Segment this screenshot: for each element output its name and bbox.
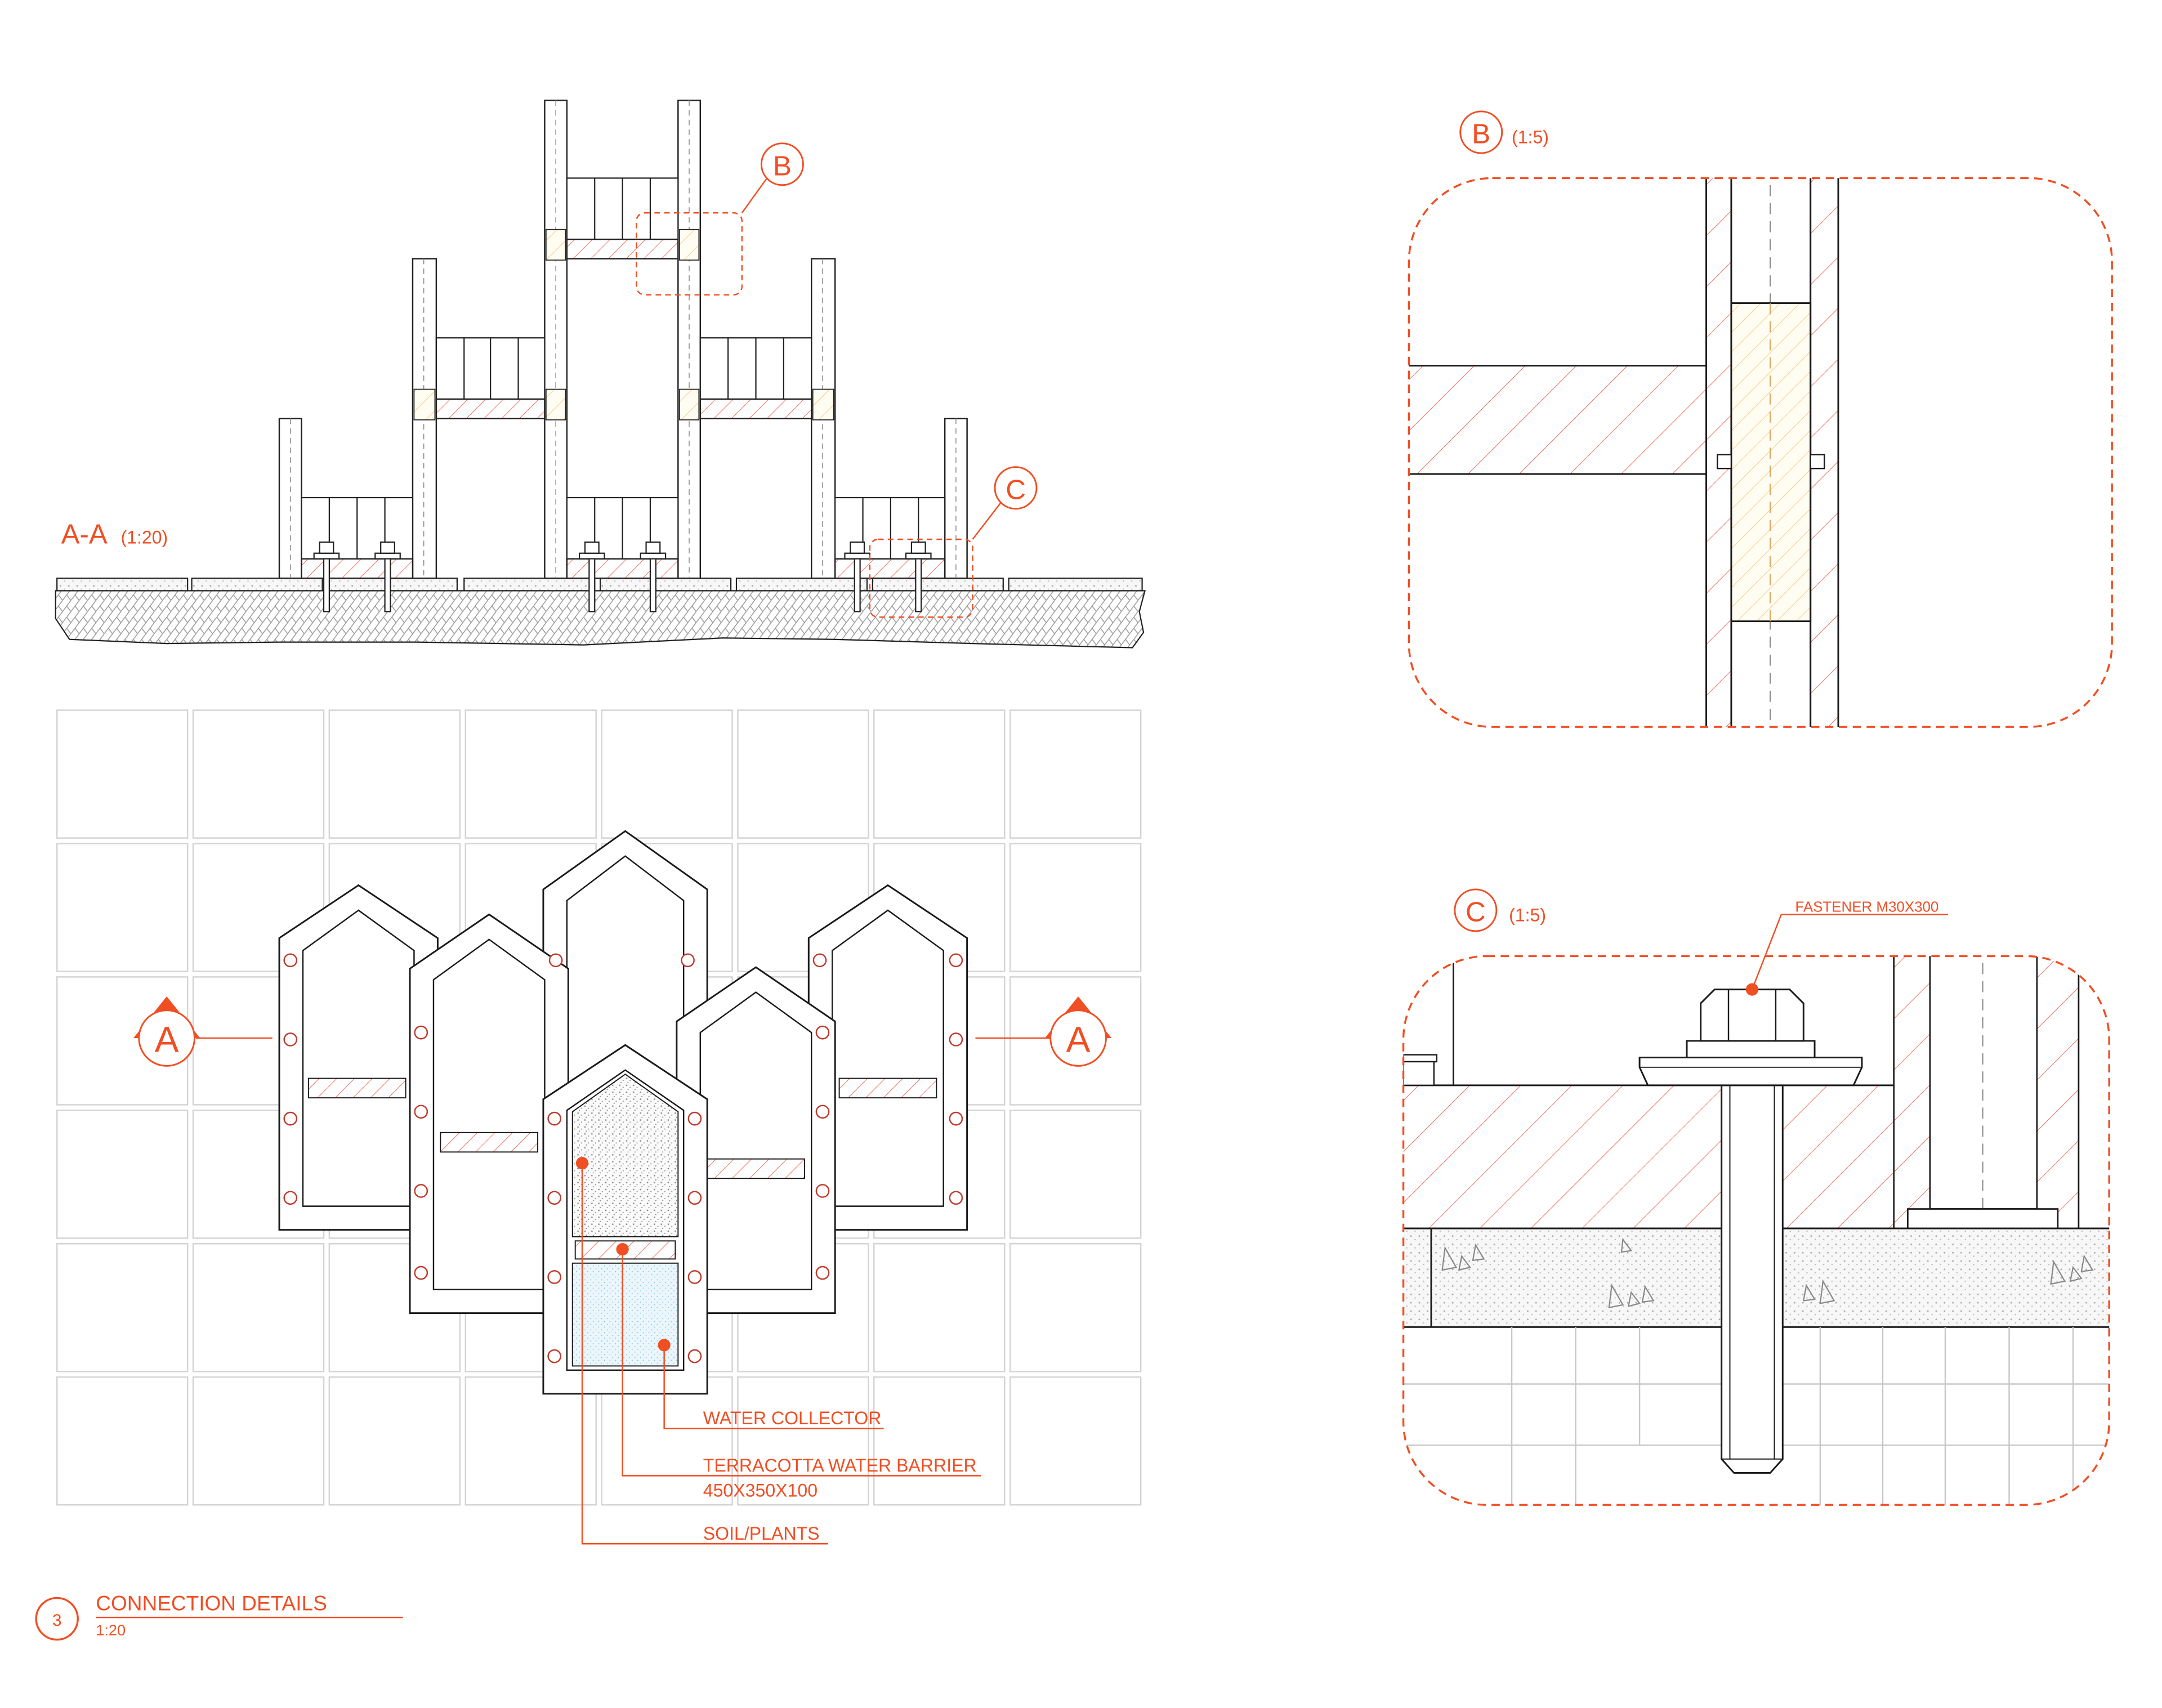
section-marker-right-label: A	[1066, 1020, 1091, 1060]
module-far-right	[807, 884, 968, 1231]
section-marker-left-label: A	[155, 1020, 179, 1060]
section-aa: B C A-A (1:20)	[55, 99, 1146, 649]
detail-b-beam	[1409, 365, 1731, 475]
module-left-mid	[409, 913, 569, 1314]
callout-leaders	[581, 1163, 981, 1545]
fastener-callout-label: FASTENER M30X300	[1795, 899, 1938, 915]
detail-c-marker-label: C	[1006, 474, 1026, 505]
detail-b-title-scale: (1:5)	[1512, 127, 1549, 147]
detail-c-reference-box[interactable]	[869, 538, 973, 618]
title-block: 3 CONNECTION DETAILS 1:20	[35, 1591, 403, 1641]
title-block-scale: 1:20	[96, 1621, 126, 1639]
callout-dots	[575, 1156, 671, 1352]
detail-b-insert	[1730, 302, 1812, 623]
anchor-bolts	[313, 541, 932, 612]
title-block-number-circle	[35, 1597, 79, 1641]
module-front-center	[542, 1044, 708, 1395]
detail-c-title-tag: C	[1466, 897, 1486, 928]
module-right-mid	[548, 953, 836, 1314]
detail-c-bolt-shank	[1721, 1084, 1784, 1474]
detail-b-frame	[1408, 177, 2113, 728]
detail-b-title-circle	[1459, 110, 1503, 154]
title-block-number: 3	[52, 1611, 61, 1630]
paving-slabs	[56, 578, 1143, 592]
callout-water-collector: WATER COLLECTOR	[703, 1408, 882, 1428]
detail-c-title-scale: (1:5)	[1509, 905, 1546, 925]
callout-soil-plants: SOIL/PLANTS	[703, 1523, 820, 1544]
callout-terracotta-size: 450X350X100	[703, 1480, 818, 1500]
section-marker-left[interactable]: A	[133, 996, 273, 1067]
detail-c-marker[interactable]	[994, 466, 1038, 510]
ground-fill	[55, 590, 1146, 649]
title-block-title: CONNECTION DETAILS	[96, 1591, 327, 1615]
section-marker-right[interactable]: A	[975, 996, 1112, 1067]
detail-b-marker[interactable]	[760, 142, 804, 186]
section-aa-title: A-A (1:20)	[61, 518, 168, 549]
beams	[301, 238, 946, 579]
detail-c-frame	[1402, 955, 2110, 1506]
detail-c-bolt-head	[1700, 989, 1804, 1042]
fastener-callout-dot	[1745, 983, 1759, 996]
joint-inserts	[413, 229, 834, 421]
detail-c-title-circle	[1454, 888, 1498, 932]
module-far-left	[278, 884, 439, 1231]
detail-c-base-plate	[1403, 1084, 1919, 1229]
planter-boxes	[301, 177, 946, 560]
detail-b: B (1:5)	[1408, 110, 2113, 728]
detail-b-title-tag: B	[1472, 119, 1490, 150]
planter-modules	[278, 830, 968, 1395]
detail-b-reference-box[interactable]	[636, 212, 743, 296]
callout-terracotta-barrier: TERRACOTTA WATER BARRIER	[703, 1455, 977, 1476]
detail-c: C (1:5)	[1402, 888, 2110, 1506]
detail-b-marker-label: B	[773, 150, 792, 181]
plan-view: A A WATER COLLECTOR TERRACOTTA WATER BAR…	[56, 709, 1142, 1545]
